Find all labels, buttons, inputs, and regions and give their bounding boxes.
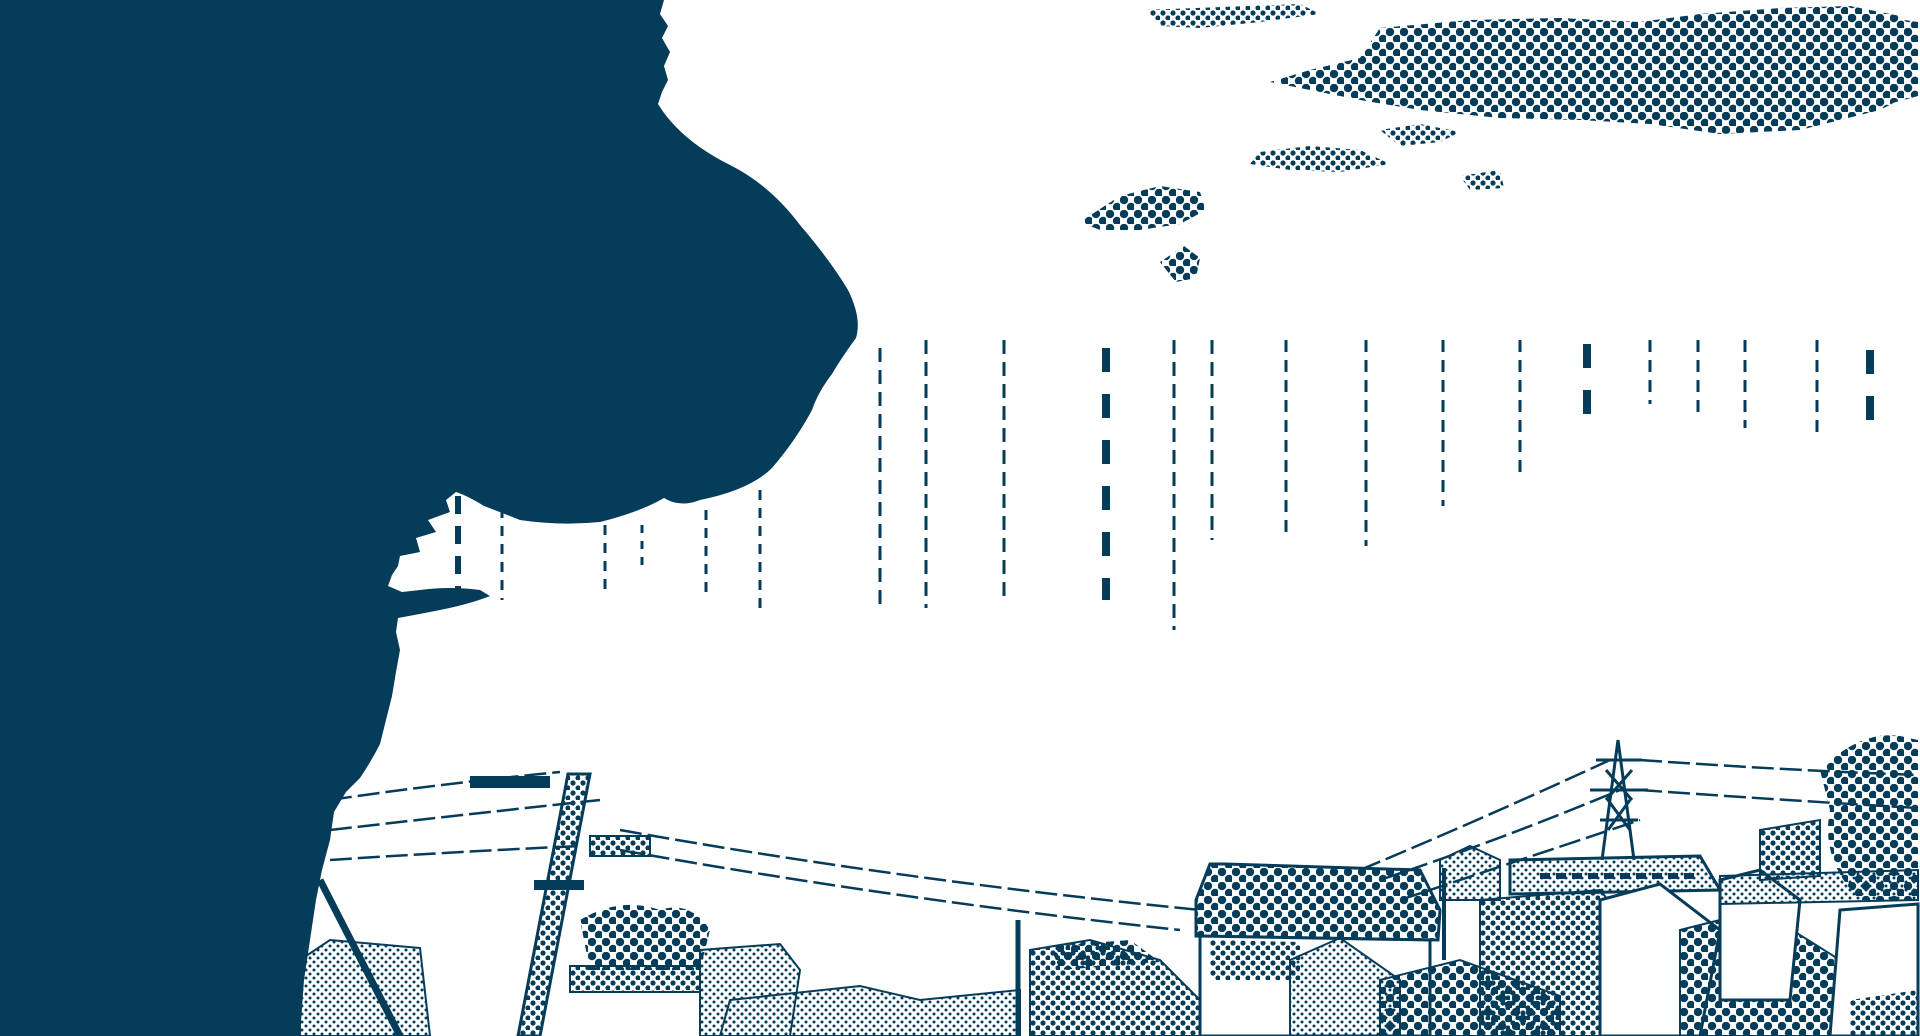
halftone-town-skyline-icon	[299, 735, 1920, 1036]
dog-head-silhouette-icon	[0, 0, 858, 1036]
transmission-tower-icon	[1590, 739, 1648, 861]
halftone-cloud-icon	[1080, 4, 1918, 282]
rain-streaks-icon	[455, 340, 1874, 630]
